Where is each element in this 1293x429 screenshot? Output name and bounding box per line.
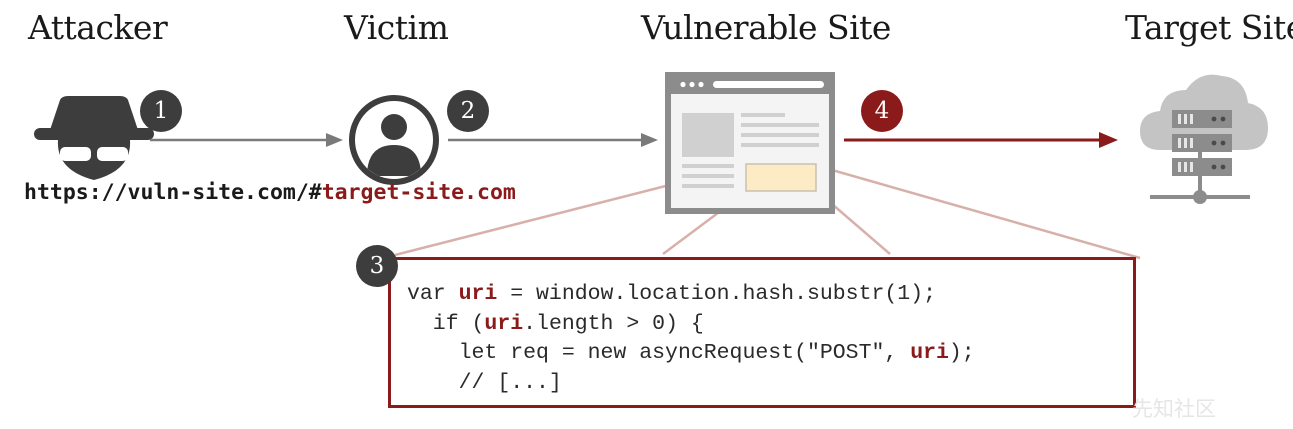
highlighted-snippet [745,163,817,192]
url-fragment-highlight: target-site.com [321,180,516,205]
arrow-victim-to-vulnerable-site [448,133,658,147]
code-text: let req = new asyncRequest("POST", [407,341,911,365]
spy-icon [34,96,154,180]
user-icon [349,95,439,185]
code-line-1: var uri = window.location.hash.substr(1)… [407,282,936,306]
victim-heading: Victim [344,8,449,47]
code-line-3: let req = new asyncRequest("POST", uri); [407,341,975,365]
code-text: if ( [407,311,485,336]
code-line-4: // [...] [407,370,562,395]
code-text: .length > 0) { [523,311,704,336]
code-text: = window.location.hash.substr(1); [497,282,936,306]
attacker-heading: Attacker [28,8,168,47]
step-4-badge: 4 [861,90,903,132]
arrow-attacker-to-victim [150,133,343,147]
code-keyword-uri: uri [910,341,949,365]
code-snippet-box: var uri = window.location.hash.substr(1)… [388,257,1136,408]
step-1-badge: 1 [140,90,182,132]
step-2-badge: 2 [447,90,489,132]
vulnerable-site-heading: Vulnerable Site [641,8,891,47]
arrow-vulnerable-to-target [844,132,1118,148]
code-keyword-uri: uri [484,311,524,336]
url-prefix: https://vuln-site.com/# [24,180,322,205]
step-3-badge: 3 [356,245,398,287]
code-line-2: if (uri.length > 0) { [407,312,704,336]
browser-window-icon [665,72,835,214]
code-keyword-uri: uri [458,282,498,306]
code-text: ); [948,341,975,365]
code-snippet: var uri = window.location.hash.substr(1)… [407,280,975,398]
code-text: var [407,282,459,306]
cloud-server-icon [1140,74,1268,204]
target-site-heading: Target Site [1125,8,1293,47]
malicious-url: https://vuln-site.com/#target-site.com [24,180,516,205]
watermark-text: 先知社区 [1132,397,1216,421]
